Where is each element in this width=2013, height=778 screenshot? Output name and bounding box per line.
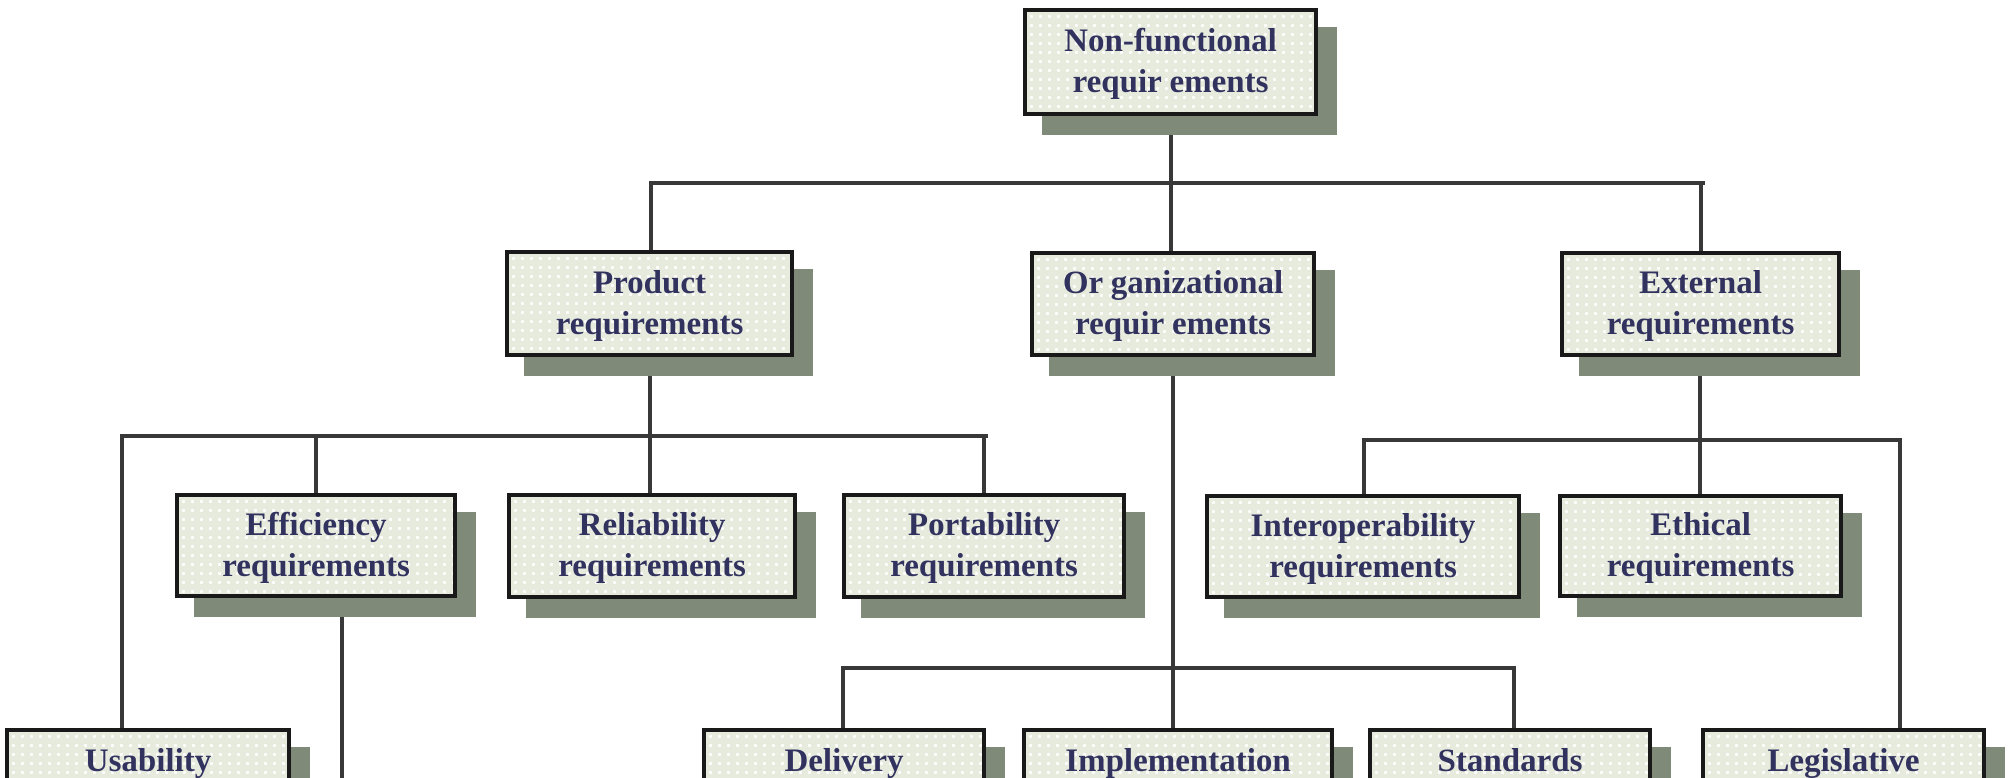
node-label-line: requir ements (1075, 306, 1271, 342)
node-label-line: requirements (1269, 548, 1457, 585)
connector-drop-efficiency (314, 434, 318, 496)
node-ethical-requirements: Ethical requirements (1558, 494, 1843, 598)
connector-external-hbar (1362, 438, 1902, 442)
connector-root-drop (1169, 116, 1173, 254)
node-label-line: Delivery (784, 743, 904, 778)
node-external-requirements: External requirements (1560, 251, 1841, 357)
connector-drop-external (1699, 181, 1703, 254)
node-label-line: Efficiency (245, 506, 387, 543)
node-label-line: requirements (1606, 306, 1795, 342)
node-label-line: External (1639, 265, 1762, 301)
node-nonfunctional-requirements: Non-functional requir ements (1023, 8, 1318, 116)
connector-drop-product (649, 181, 653, 253)
connector-level1-hbar (651, 181, 1705, 185)
connector-drop-delivery (841, 666, 845, 730)
connector-drop-interoperability (1362, 438, 1366, 496)
node-label-line: requirements (558, 548, 746, 584)
node-usability-requirements: Usability (5, 728, 291, 778)
node-organizational-requirements: Or ganizational requir ements (1030, 251, 1316, 357)
node-label-line: Ethical (1650, 507, 1751, 543)
node-interoperability-requirements: Interoperability requirements (1205, 494, 1521, 599)
connector-efficiency-drop (340, 597, 344, 778)
node-portability-requirements: Portability requirements (842, 493, 1126, 599)
connector-organizational-hbar (841, 666, 1516, 670)
node-label-line: Portability (907, 507, 1061, 543)
node-label-line: requir ements (1072, 64, 1269, 100)
node-label-line: Usability (84, 743, 212, 778)
connector-drop-portability (982, 434, 986, 496)
node-label-line: Non-functional (1064, 23, 1277, 59)
connector-product-hbar (120, 434, 988, 438)
node-label-line: Standards (1437, 743, 1583, 778)
node-implementation-requirements: Implementation (1022, 728, 1334, 778)
node-label-line: Legislative (1767, 743, 1920, 778)
node-reliability-requirements: Reliability requirements (507, 493, 797, 599)
connector-organizational-drop (1171, 354, 1175, 730)
node-label-line: requirements (1606, 548, 1795, 584)
node-label-line: requirements (222, 547, 410, 584)
node-label-line: Reliability (578, 507, 726, 543)
node-label-line: requirements (890, 548, 1078, 584)
node-delivery-requirements: Delivery (702, 728, 986, 778)
node-label-line: Interoperability (1250, 507, 1476, 544)
node-label-line: requirements (555, 305, 744, 342)
node-efficiency-requirements: Efficiency requirements (175, 493, 457, 598)
connector-drop-usability (120, 434, 124, 730)
connector-drop-standards (1512, 666, 1516, 730)
connector-external-drop (1698, 354, 1702, 496)
node-label-line: Or ganizational (1062, 265, 1284, 301)
node-label-line: Product (592, 264, 707, 301)
connector-drop-legislative (1898, 438, 1902, 730)
node-product-requirements: Product requirements (505, 250, 794, 357)
connector-product-drop (648, 356, 652, 496)
node-label-line: Implementation (1065, 743, 1291, 778)
node-legislative-requirements: Legislative (1701, 728, 1986, 778)
node-standards-requirements: Standards (1368, 728, 1652, 778)
